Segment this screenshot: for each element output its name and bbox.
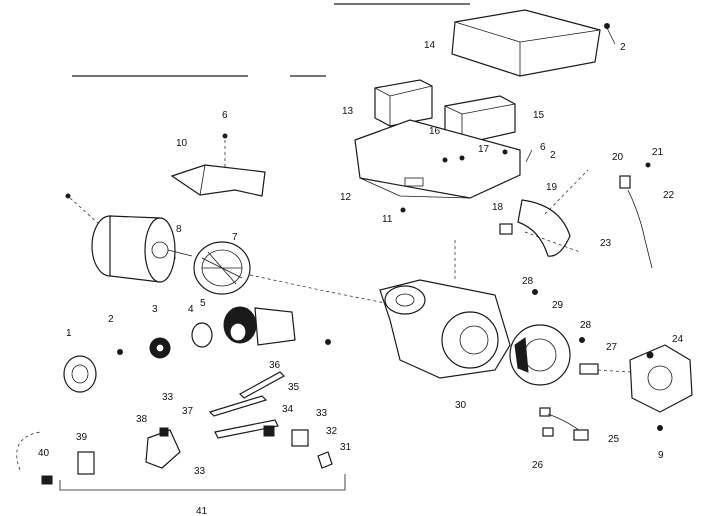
part-screw-9-left (65, 193, 71, 199)
callout-25: 25 (608, 434, 620, 445)
callout-2-left: 2 (108, 314, 114, 325)
part-baffle (517, 169, 589, 257)
part-mounting-plate (354, 119, 521, 199)
callout-2: 2 (620, 42, 626, 53)
part-screw-28-top (532, 289, 538, 295)
callout-12: 12 (340, 192, 352, 203)
part-cover (451, 9, 601, 77)
callout-6: 6 (540, 142, 546, 153)
part-blower-wheel (193, 241, 251, 295)
part-screw-tube (325, 339, 331, 345)
part-electrode-holder (145, 427, 181, 469)
callout-17: 17 (478, 144, 490, 155)
callout-20: 20 (612, 152, 624, 163)
callout-41: 41 (196, 506, 208, 516)
part-screw-11 (400, 207, 406, 213)
callout-6-left: 6 (222, 110, 228, 121)
part-tube (254, 307, 296, 346)
part-air-shutter (223, 306, 257, 344)
callout-37: 37 (182, 406, 194, 417)
part-flange (509, 324, 571, 386)
part-coupling (149, 337, 171, 359)
callout-21: 21 (652, 147, 664, 158)
part-fitting-40 (41, 475, 53, 485)
callout-22: 22 (663, 190, 675, 201)
callout-30: 30 (455, 400, 467, 411)
callout-7: 7 (232, 232, 238, 243)
part-bushing (63, 355, 97, 393)
callout-36: 36 (269, 360, 281, 371)
callout-31: 31 (340, 442, 352, 453)
part-screw-9-right (657, 425, 663, 431)
callout-11: 11 (382, 214, 393, 225)
leader-9-left (69, 197, 101, 226)
callout-40: 40 (38, 448, 50, 459)
part-ring (191, 322, 213, 348)
part-screw-28-mid (579, 337, 585, 343)
callout-3: 3 (152, 304, 158, 315)
callout-13: 13 (342, 106, 354, 117)
callout-19: 19 (546, 182, 558, 193)
callout-33-b: 33 (162, 392, 174, 403)
callout-5: 5 (200, 298, 206, 309)
part-adapter-39 (77, 451, 95, 475)
callout-8: 8 (176, 224, 182, 235)
part-bracket-32 (291, 429, 309, 447)
callout-24: 24 (672, 334, 684, 345)
callout-1: 1 (66, 328, 72, 339)
callout-28-mid: 28 (580, 320, 592, 331)
callout-9: 9 (658, 450, 664, 461)
group-bracket-41 (16, 431, 346, 491)
part-burner-housing (379, 240, 511, 379)
callout-29: 29 (552, 300, 564, 311)
part-transformer (374, 79, 433, 127)
part-bracket (170, 164, 266, 197)
part-oil-line (539, 407, 589, 441)
part-bolts-16-17 (442, 149, 533, 163)
part-motor (91, 215, 193, 283)
part-clip-18 (499, 223, 513, 235)
part-ignition-rods (208, 371, 285, 439)
callout-labels: 2 14 13 15 16 17 6 12 11 20 21 2 22 19 1… (38, 40, 684, 516)
callout-23: 23 (600, 238, 612, 249)
callout-33-a: 33 (316, 408, 328, 419)
callout-34: 34 (282, 404, 294, 415)
part-fuel-pump (629, 344, 693, 413)
part-electrode-wire (619, 162, 653, 269)
part-connector (579, 363, 599, 375)
callout-28-top: 28 (522, 276, 534, 287)
part-screw-6-left (222, 133, 228, 139)
callout-18: 18 (492, 202, 504, 213)
callout-33-c: 33 (194, 466, 206, 477)
callout-35: 35 (288, 382, 300, 393)
callout-26: 26 (532, 460, 544, 471)
leader-27 (597, 369, 631, 373)
callout-2-mid: 2 (550, 150, 556, 161)
part-screw-top (604, 23, 616, 45)
callout-10: 10 (176, 138, 188, 149)
leader-motor-housing (249, 274, 396, 306)
callout-32: 32 (326, 426, 338, 437)
part-screw-2-left (117, 349, 123, 355)
part-clip-34 (263, 425, 275, 437)
callout-15: 15 (533, 110, 545, 121)
callout-14: 14 (424, 40, 436, 51)
part-nozzle (317, 451, 333, 469)
callout-4: 4 (188, 304, 194, 315)
callout-39: 39 (76, 432, 88, 443)
callout-16: 16 (429, 126, 441, 137)
callout-38: 38 (136, 414, 148, 425)
callout-27: 27 (606, 342, 618, 353)
